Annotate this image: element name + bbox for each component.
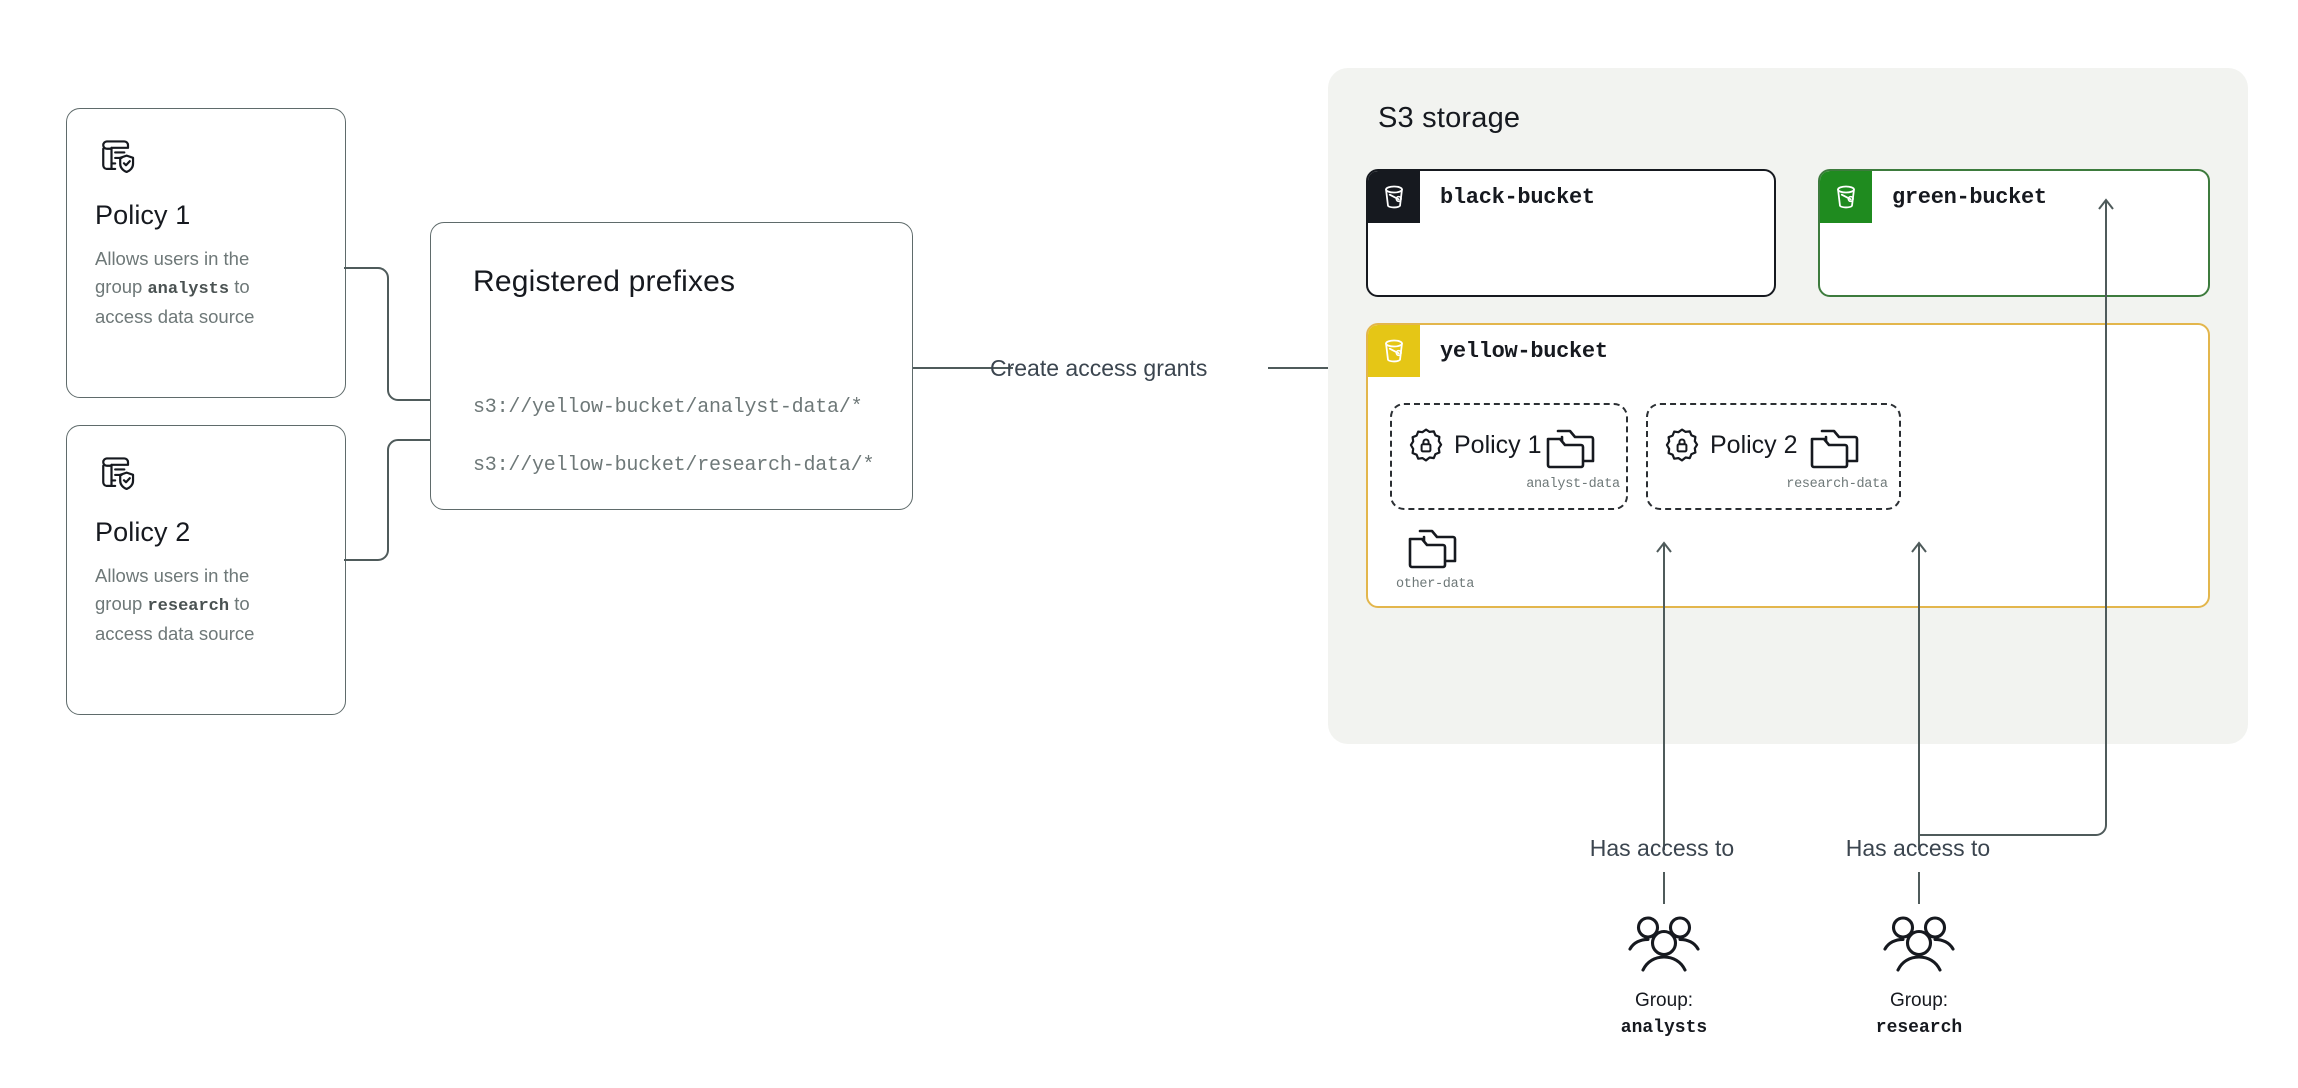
research-label-tick-top	[1918, 824, 1920, 850]
group-caption-label: Group:	[1889, 990, 1949, 1011]
research-to-green-bucket-arrow	[1919, 198, 2114, 836]
analysts-group-caption: Group: analysts	[1564, 988, 1764, 1040]
research-access-arrow	[1911, 541, 1927, 835]
bucket-icon-tab	[1368, 325, 1420, 377]
s3-storage-panel: S3 storage black-bucket	[1328, 68, 2248, 744]
registered-prefixes-title: Registered prefixes	[473, 265, 736, 298]
folder-icon	[1544, 425, 1602, 473]
folder-icon	[1406, 525, 1464, 573]
research-group-caption: Group: research	[1819, 988, 2019, 1040]
policy-scroll-shield-icon	[95, 452, 317, 496]
bucket-card-black[interactable]: black-bucket	[1366, 169, 1776, 297]
bucket-name: green-bucket	[1892, 185, 2047, 210]
bucket-card-green[interactable]: green-bucket	[1818, 169, 2210, 297]
policy-scroll-shield-icon	[95, 135, 317, 179]
policy-group-name: analysts	[147, 279, 230, 299]
s3-storage-title: S3 storage	[1378, 102, 1521, 134]
group-caption-label: Group:	[1634, 990, 1694, 1011]
analysts-label-tick-top	[1663, 824, 1665, 850]
group-people-icon	[1622, 915, 1706, 977]
policy-card-1[interactable]: Policy 1 Allows users in the group analy…	[66, 108, 346, 398]
policy-group-name: research	[147, 596, 230, 616]
create-access-grants-label: Create access grants	[990, 355, 1208, 381]
access-grant-policy-2[interactable]: Policy 2 research-data	[1646, 403, 1901, 510]
research-label-tick-bottom	[1918, 872, 1920, 904]
group-name: research	[1875, 1017, 1963, 1038]
bucket-icon-tab	[1368, 171, 1420, 223]
policy-title: Policy 2	[95, 517, 191, 547]
policy-badge-lock-icon	[1664, 427, 1700, 463]
grant-policy-title: Policy 1	[1454, 431, 1542, 459]
other-folder-label: other-data	[1395, 577, 1474, 592]
policy-description: Allows users in the group analysts to ac…	[95, 247, 255, 327]
folder-label: analyst-data	[1526, 477, 1620, 492]
group-people-icon	[1877, 915, 1961, 977]
bucket-icon-tab	[1820, 171, 1872, 223]
prefixes-to-grants-connector	[913, 367, 1013, 369]
group-name: analysts	[1620, 1017, 1708, 1038]
bucket-name: yellow-bucket	[1440, 339, 1608, 364]
bucket-icon	[1379, 336, 1409, 366]
policy-title: Policy 1	[95, 200, 191, 230]
bucket-icon	[1379, 182, 1409, 212]
analysts-access-arrow	[1656, 541, 1672, 835]
bucket-card-yellow[interactable]: yellow-bucket Policy 1 analyst-data	[1366, 323, 2210, 608]
prefix-item-2: s3://yellow-bucket/research-data/*	[473, 454, 875, 477]
policy-badge-lock-icon	[1408, 427, 1444, 463]
bucket-icon	[1831, 182, 1861, 212]
access-grant-policy-1[interactable]: Policy 1 analyst-data	[1390, 403, 1628, 510]
analysts-label-tick-bottom	[1663, 872, 1665, 904]
grant-policy-title: Policy 2	[1710, 431, 1798, 459]
prefix-item-1: s3://yellow-bucket/analyst-data/*	[473, 396, 863, 419]
policy-description: Allows users in the group research to ac…	[95, 564, 255, 644]
policy-card-2[interactable]: Policy 2 Allows users in the group resea…	[66, 425, 346, 715]
bucket-name: black-bucket	[1440, 185, 1595, 210]
analysts-access-label: Has access to	[1589, 835, 1735, 861]
folder-label: research-data	[1786, 477, 1888, 492]
folder-icon	[1808, 425, 1866, 473]
research-access-label: Has access to	[1845, 835, 1991, 861]
registered-prefixes-card[interactable]: Registered prefixes s3://yellow-bucket/a…	[430, 222, 913, 510]
